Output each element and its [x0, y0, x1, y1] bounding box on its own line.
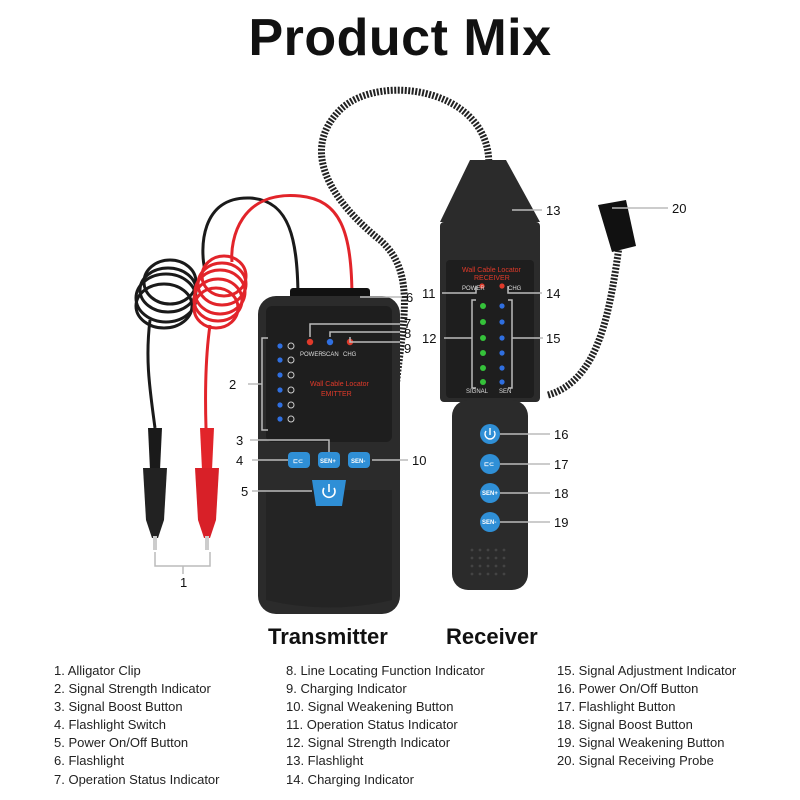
receiver-device: Wall Cable Locator RECEIVER POWER CHG SI… [440, 160, 540, 590]
callout-17: 17 [554, 457, 568, 472]
legend-item: 4. Flashlight Switch [54, 717, 166, 733]
tx-signal-leds [277, 342, 295, 423]
legend-item: 12. Signal Strength Indicator [286, 735, 451, 751]
legend-column-2: 8. Line Locating Function Indicator 9. C… [286, 662, 485, 789]
page-title: Product Mix [248, 9, 552, 67]
rx-model-line: RECEIVER [474, 275, 510, 282]
callout-1-bracket [154, 552, 211, 574]
rx-sen-label: SEN [499, 389, 511, 395]
rx-signal-label: SIGNAL [466, 389, 489, 395]
callout-3: 3 [236, 433, 243, 448]
legend-item: 3. Signal Boost Button [54, 699, 183, 715]
legend-item: 5. Power On/Off Button [54, 735, 189, 751]
rx-sen-leds [499, 303, 505, 385]
callout-11: 11 [422, 286, 436, 301]
callout-7: 7 [404, 316, 411, 331]
legend-item: 1. Alligator Clip [54, 663, 141, 678]
tx-chg-label: CHG [343, 352, 357, 358]
legend-column-3: 15. Signal Adjustment Indicator 16. Powe… [557, 662, 736, 771]
callout-6: 6 [406, 290, 413, 305]
tx-sen-minus-label: SEN- [351, 459, 365, 465]
legend-item: 17. Flashlight Button [557, 699, 676, 715]
tx-model-line: EMITTER [321, 391, 352, 398]
callout-15: 15 [546, 331, 560, 346]
rx-signal-leds [480, 303, 486, 385]
legend-column-1: 1. Alligator Clip 2. Signal Strength Ind… [54, 662, 219, 789]
legend-item: 19. Signal Weakening Button [557, 735, 725, 751]
rx-power-label: POWER [462, 286, 485, 292]
callout-lines [248, 207, 668, 523]
speaker-grille [470, 548, 506, 576]
legend-item: 18. Signal Boost Button [557, 717, 693, 733]
tx-brand-line: Wall Cable Locator [310, 381, 370, 388]
rx-brand-line: Wall Cable Locator [462, 267, 522, 274]
tx-signal-weakening-button[interactable] [348, 452, 370, 468]
callout-1: 1 [180, 575, 187, 590]
legend-item: 6. Flashlight [54, 753, 125, 769]
callout-4: 4 [236, 453, 243, 468]
tx-power-button[interactable] [312, 480, 346, 506]
tx-signal-boost-button[interactable] [318, 452, 340, 468]
flashlight-icon: ⊏⊂ [293, 458, 303, 465]
rx-flashlight-button[interactable] [480, 454, 500, 474]
tx-flashlight-switch[interactable] [288, 452, 310, 468]
tx-scan-label: SCAN [322, 352, 339, 358]
transmitter-device: POWER SCAN CHG Wall Cable Locator EMITTE… [258, 288, 400, 614]
callout-9: 9 [404, 341, 411, 356]
legend-item: 8. Line Locating Function Indicator [286, 663, 485, 678]
tx-power-label: POWER [300, 352, 323, 358]
rx-signal-boost-button[interactable] [480, 483, 500, 503]
transmitter-caption: Transmitter [268, 624, 388, 649]
legend-item: 11. Operation Status Indicator [286, 717, 458, 733]
red-coiled-lead [192, 194, 354, 429]
callout-13: 13 [546, 203, 560, 218]
flashlight-icon: ⊏⊂ [484, 461, 494, 468]
callout-5: 5 [241, 484, 248, 499]
legend-item: 20. Signal Receiving Probe [557, 753, 714, 769]
legend-item: 9. Charging Indicator [286, 681, 407, 697]
receiver-caption: Receiver [446, 624, 538, 649]
legend-item: 14. Charging Indicator [286, 771, 414, 787]
receiver-coiled-cable [318, 86, 624, 401]
callout-20: 20 [672, 201, 686, 216]
legend-item: 16. Power On/Off Button [557, 681, 699, 697]
callout-12: 12 [422, 331, 436, 346]
legend-item: 10. Signal Weakening Button [286, 699, 454, 715]
tx-sen-plus-label: SEN+ [320, 459, 336, 465]
callout-16: 16 [554, 427, 568, 442]
legend-item: 2. Signal Strength Indicator [54, 681, 211, 697]
rx-signal-weakening-button[interactable] [480, 512, 500, 532]
legend-item: 7. Operation Status Indicator [54, 771, 220, 787]
rx-chg-label: CHG [508, 286, 522, 292]
alligator-clip-black [143, 428, 167, 550]
callout-19: 19 [554, 515, 568, 530]
alligator-clip-red [195, 428, 219, 550]
signal-receiving-probe [598, 200, 636, 252]
rx-sen-minus-label: SEN- [482, 520, 496, 526]
callout-2: 2 [229, 377, 236, 392]
callout-8: 8 [404, 326, 411, 341]
legend-item: 15. Signal Adjustment Indicator [557, 663, 737, 678]
legend-item: 13. Flashlight [286, 753, 364, 769]
power-icon [322, 484, 336, 499]
callout-10: 10 [412, 453, 426, 468]
power-icon [484, 428, 496, 440]
callout-14: 14 [546, 286, 560, 301]
callout-18: 18 [554, 486, 568, 501]
rx-sen-plus-label: SEN+ [482, 491, 498, 497]
callout-numbers: 1 2 3 4 5 6 7 8 9 10 11 12 13 14 15 16 1… [180, 201, 686, 590]
